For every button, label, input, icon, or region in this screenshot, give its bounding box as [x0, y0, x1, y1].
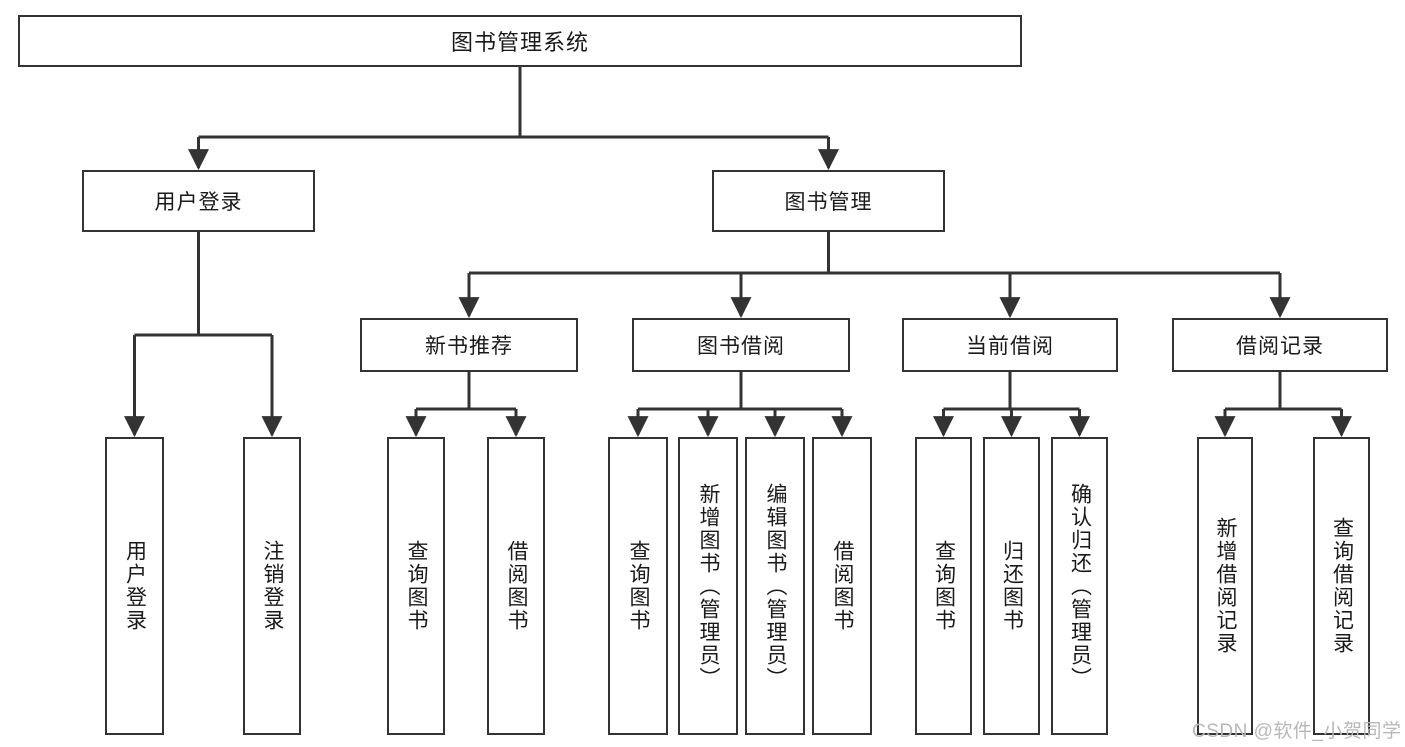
node-leaf-query-book-2-label: 查询图书 [627, 540, 651, 632]
node-book-manage-label: 图书管理 [784, 191, 873, 214]
node-leaf-add-record-label: 新增借阅记录 [1214, 517, 1238, 655]
node-leaf-user-login[interactable]: 用户登录 [105, 437, 164, 735]
node-leaf-user-logout[interactable]: 注销登录 [243, 437, 301, 735]
watermark: CSDN @软件_小贺同学 [1192, 721, 1402, 742]
node-leaf-query-book-3-label: 查询图书 [932, 540, 956, 632]
node-leaf-query-record[interactable]: 查询借阅记录 [1313, 437, 1370, 735]
node-user-login[interactable]: 用户登录 [82, 170, 315, 232]
node-leaf-confirm-return[interactable]: 确认归还（管理员） [1051, 437, 1108, 735]
node-leaf-borrow-book-1[interactable]: 借阅图书 [487, 437, 545, 735]
node-user-login-label: 用户登录 [154, 191, 243, 214]
node-leaf-user-logout-label: 注销登录 [261, 540, 285, 632]
node-leaf-borrow-book-2[interactable]: 借阅图书 [812, 437, 872, 735]
node-leaf-query-record-label: 查询借阅记录 [1330, 517, 1354, 655]
node-leaf-edit-book[interactable]: 编辑图书（管理员） [745, 437, 805, 735]
node-root-label: 图书管理系统 [450, 30, 589, 55]
node-book-borrow-label: 图书借阅 [697, 335, 785, 358]
node-leaf-add-book-label: 新增图书（管理员） [697, 482, 721, 690]
node-borrow-record-label: 借阅记录 [1236, 335, 1324, 358]
node-leaf-query-book-3[interactable]: 查询图书 [915, 437, 972, 735]
node-leaf-confirm-return-label: 确认归还（管理员） [1068, 482, 1092, 690]
connector-lines [124, 67, 1352, 438]
node-leaf-borrow-book-1-label: 借阅图书 [505, 540, 529, 632]
node-book-manage[interactable]: 图书管理 [712, 170, 945, 232]
node-leaf-return-book-label: 归还图书 [1000, 540, 1024, 632]
node-current-borrow[interactable]: 当前借阅 [902, 318, 1118, 372]
node-leaf-query-book-1-label: 查询图书 [405, 540, 429, 632]
node-new-book-recommend[interactable]: 新书推荐 [360, 318, 578, 372]
node-new-book-recommend-label: 新书推荐 [425, 335, 513, 358]
node-leaf-query-book-2[interactable]: 查询图书 [608, 437, 668, 735]
node-leaf-query-book-1[interactable]: 查询图书 [387, 437, 445, 735]
node-leaf-user-login-label: 用户登录 [123, 540, 147, 632]
node-leaf-add-book[interactable]: 新增图书（管理员） [678, 437, 738, 735]
node-leaf-add-record[interactable]: 新增借阅记录 [1197, 437, 1253, 735]
node-book-borrow[interactable]: 图书借阅 [632, 318, 850, 372]
node-current-borrow-label: 当前借阅 [966, 335, 1054, 358]
node-leaf-edit-book-label: 编辑图书（管理员） [764, 482, 788, 690]
node-leaf-borrow-book-2-label: 借阅图书 [831, 540, 855, 632]
node-leaf-return-book[interactable]: 归还图书 [983, 437, 1040, 735]
node-borrow-record[interactable]: 借阅记录 [1172, 318, 1388, 372]
node-root[interactable]: 图书管理系统 [18, 15, 1022, 67]
